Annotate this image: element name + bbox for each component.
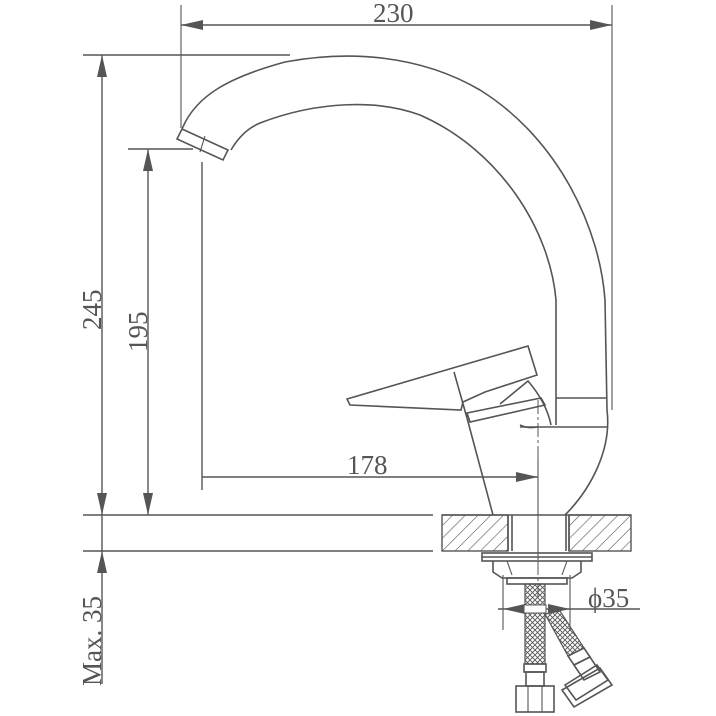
mounting-nut bbox=[481, 552, 593, 585]
dimension-width-230 bbox=[180, 5, 613, 410]
label-spout-height: 195 bbox=[123, 311, 153, 353]
dimension-reach-178 bbox=[201, 162, 539, 560]
countertop-lines bbox=[83, 514, 433, 552]
supply-hoses bbox=[515, 583, 614, 713]
dimension-diameter-35 bbox=[498, 575, 640, 630]
aerator bbox=[175, 127, 230, 162]
label-spout-reach: 178 bbox=[347, 450, 388, 480]
label-overall-width: 230 bbox=[373, 0, 414, 28]
label-hole-diameter: ϕ35 bbox=[588, 583, 630, 613]
dimension-spout-height-195 bbox=[128, 148, 193, 515]
lever-handle[interactable] bbox=[345, 345, 552, 426]
dimension-max-35 bbox=[97, 515, 107, 684]
faucet-body bbox=[466, 397, 609, 516]
dimension-height-245 bbox=[83, 54, 290, 515]
label-overall-height: 245 bbox=[77, 289, 107, 331]
countertop-section bbox=[441, 514, 632, 552]
label-max-thickness: Max. 35 bbox=[77, 596, 107, 686]
faucet-spout bbox=[175, 55, 608, 425]
